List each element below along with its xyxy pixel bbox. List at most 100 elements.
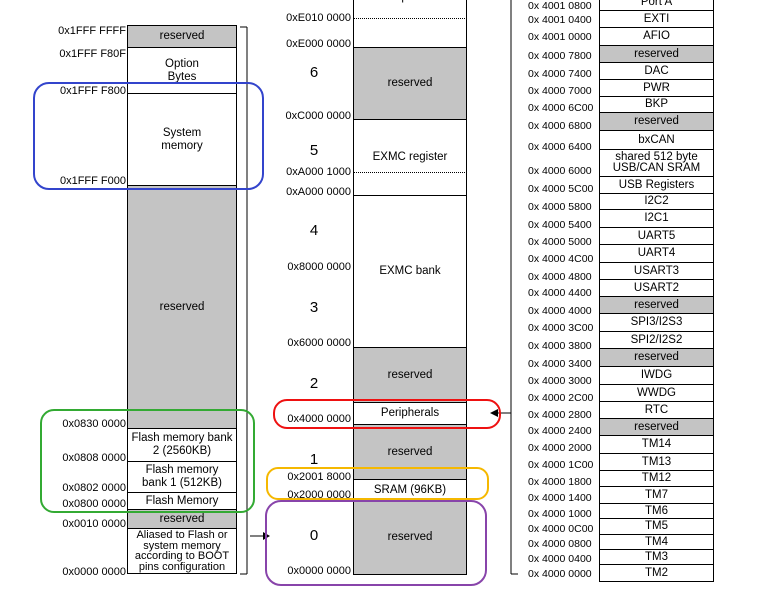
peripheral-cell: SPI2/I2S2 xyxy=(599,331,714,349)
address-label: 0x 4000 3400 xyxy=(528,358,592,370)
peripherals-top-block: Peripherals xyxy=(353,0,467,48)
address-label: 0x0802 0000 xyxy=(62,482,126,494)
address-label: 0x 4000 6800 xyxy=(528,120,592,132)
address-label: 0x 4000 5400 xyxy=(528,219,592,231)
flash-bank-2-block: Flash memory bank 2 (2560KB) xyxy=(127,428,237,462)
exmc-register-block: EXMC register xyxy=(353,119,467,196)
region-number: 5 xyxy=(309,142,319,159)
reserved-block: reserved xyxy=(353,424,467,480)
dotted-divider xyxy=(353,172,467,173)
peripheral-cell: I2C2 xyxy=(599,193,714,210)
peripheral-cell: EXTI xyxy=(599,10,714,28)
peripheral-cell: TM4 xyxy=(599,534,714,550)
address-label: 0x1FFF F80F xyxy=(59,48,126,60)
peripheral-cell: USART3 xyxy=(599,262,714,280)
address-label: 0x 4000 6000 xyxy=(528,165,592,177)
peripheral-cell: UART5 xyxy=(599,227,714,245)
peripheral-cell: TM5 xyxy=(599,518,714,535)
address-label: 0x0010 0000 xyxy=(62,518,126,530)
peripheral-cell: TM12 xyxy=(599,470,714,487)
region-number: 2 xyxy=(309,375,319,392)
address-label: 0x8000 0000 xyxy=(287,261,351,273)
reserved-cell: reserved xyxy=(599,296,714,314)
address-label: 0x 4000 3C00 xyxy=(528,322,594,334)
peripheral-cell: IWDG xyxy=(599,366,714,385)
sram-highlight xyxy=(266,467,489,500)
peripheral-cell: USB Registers xyxy=(599,176,714,194)
address-label: 0xA000 0000 xyxy=(286,186,351,198)
address-label: 0x 4000 1000 xyxy=(528,508,592,520)
address-label: 0x 4000 5000 xyxy=(528,236,592,248)
address-label: 0x0808 0000 xyxy=(62,452,126,464)
address-label: 0x1FFF F800 xyxy=(59,85,126,97)
region-number: 0 xyxy=(309,527,319,544)
address-label: 0x0830 0000 xyxy=(62,418,126,430)
system-memory-highlight xyxy=(33,82,264,190)
region-number: 6 xyxy=(309,64,319,81)
address-label: 0x 4000 0000 xyxy=(528,568,592,580)
address-label: 0x 4000 2400 xyxy=(528,425,592,437)
peripheral-cell: TM14 xyxy=(599,435,714,454)
address-label: 0x4000 0000 xyxy=(287,413,351,425)
peripheral-cell: USART2 xyxy=(599,279,714,297)
address-label: 0xC000 0000 xyxy=(285,110,351,122)
peripheral-cell: AFIO xyxy=(599,27,714,46)
address-label: 0x 4000 7400 xyxy=(528,68,592,80)
reserved-cell: reserved xyxy=(599,348,714,367)
reserved-cell: reserved xyxy=(599,418,714,436)
address-label: 0x 4001 0800 xyxy=(528,0,592,12)
exmc-bank-block: EXMC bank xyxy=(353,195,467,348)
peripheral-cell: RTC xyxy=(599,401,714,419)
reserved-block: reserved xyxy=(353,47,467,120)
address-label: 0xE000 0000 xyxy=(286,38,351,50)
address-label: 0x 4000 1800 xyxy=(528,476,592,488)
peripheral-cell: TM13 xyxy=(599,453,714,471)
address-label: 0x1FFF FFFF xyxy=(58,25,126,37)
peripheral-cell: bxCAN xyxy=(599,130,714,150)
peripheral-cell: DAC xyxy=(599,62,714,80)
address-label: 0x 4000 1400 xyxy=(528,492,592,504)
address-label: 0x1FFF F000 xyxy=(59,175,126,187)
address-label: 0xE010 0000 xyxy=(286,12,351,24)
address-label: 0x 4000 3000 xyxy=(528,375,592,387)
flash-memory-block: Flash Memory xyxy=(127,492,237,510)
address-label: 0x 4000 3800 xyxy=(528,340,592,352)
peripheral-cell: SPI3/I2S3 xyxy=(599,313,714,332)
reserved-block: reserved xyxy=(127,185,237,429)
address-label: 0x 4001 0000 xyxy=(528,31,592,43)
address-label: 0x 4000 7800 xyxy=(528,50,592,62)
flash-memory-highlight xyxy=(40,409,255,513)
region-number: 1 xyxy=(309,451,319,468)
aliased-block: Aliased to Flash or system memory accord… xyxy=(127,528,237,574)
reserved-block: reserved xyxy=(353,347,467,403)
option-bytes-block: Option Bytes xyxy=(127,47,237,94)
peripheral-cell: shared 512 byte USB/CAN SRAM xyxy=(599,149,714,177)
flash-bank-1-block: Flash memory bank 1 (512KB) xyxy=(127,461,237,493)
address-label: 0x2001 8000 xyxy=(287,471,351,483)
address-label: 0x 4000 2800 xyxy=(528,409,592,421)
address-label: 0x 4000 4800 xyxy=(528,271,592,283)
peripheral-cell: TM3 xyxy=(599,549,714,565)
address-label: 0x 4000 6400 xyxy=(528,141,592,153)
address-label: 0x 4000 2C00 xyxy=(528,392,594,404)
peripheral-cell: TM6 xyxy=(599,503,714,519)
peripheral-cell: PWR xyxy=(599,79,714,97)
code-region-highlight xyxy=(265,500,487,586)
reserved-block: reserved xyxy=(127,25,237,48)
address-label: 0xA000 1000 xyxy=(286,166,351,178)
peripheral-cell: WWDG xyxy=(599,384,714,402)
reserved-block: reserved xyxy=(127,509,237,529)
address-label: 0x6000 0000 xyxy=(287,337,351,349)
address-label: 0x0800 0000 xyxy=(62,498,126,510)
address-label: 0x 4000 1C00 xyxy=(528,459,594,471)
dotted-divider xyxy=(353,18,467,19)
address-label: 0x 4000 2000 xyxy=(528,442,592,454)
address-label: 0x 4000 4000 xyxy=(528,305,592,317)
reserved-cell: reserved xyxy=(599,112,714,131)
address-label: 0x 4000 0C00 xyxy=(528,523,594,535)
peripherals-highlight xyxy=(273,399,501,429)
sram-block: SRAM (96KB) xyxy=(353,479,467,501)
reserved-cell: reserved xyxy=(599,45,714,63)
system-memory-block: System memory xyxy=(127,93,237,186)
address-label: 0x 4000 7000 xyxy=(528,85,592,97)
